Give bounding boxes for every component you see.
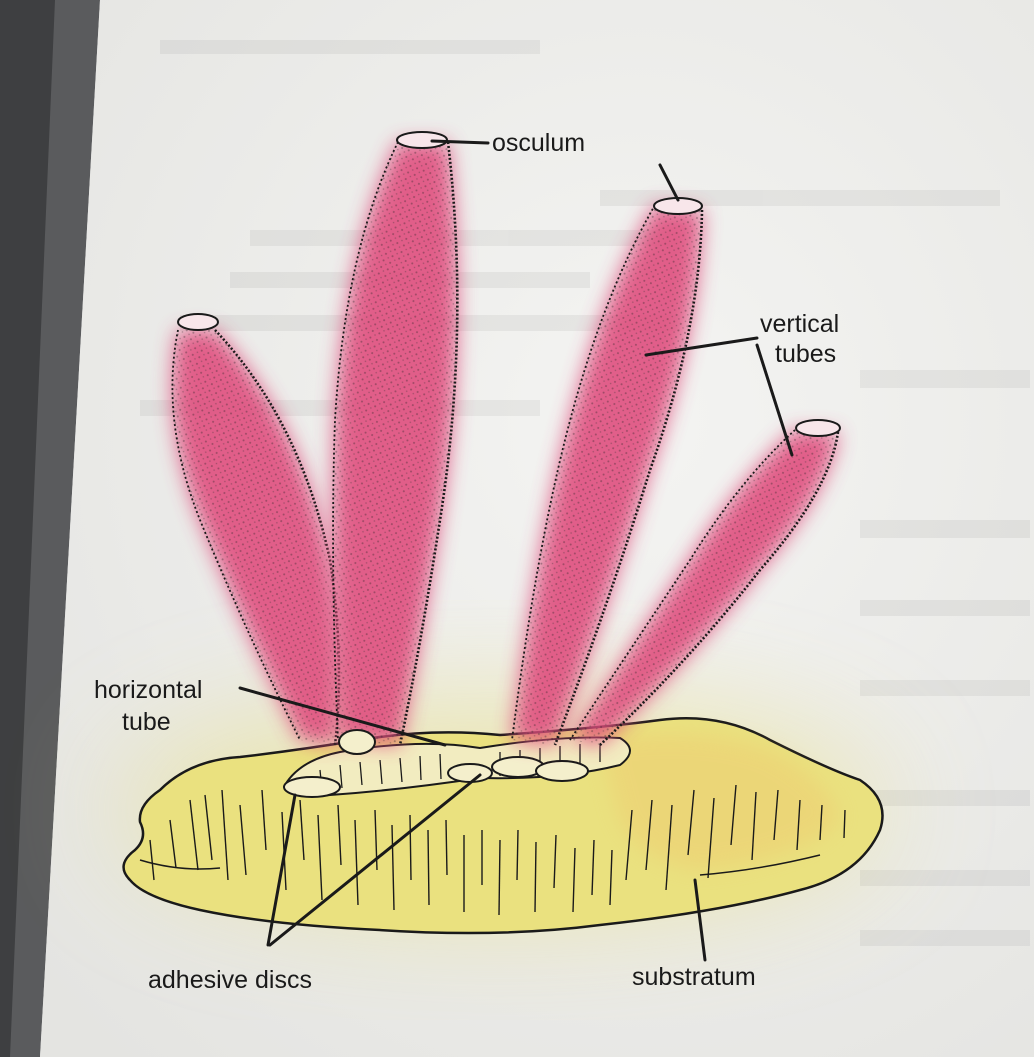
vertical-tubes-label-line2: tubes (775, 340, 836, 368)
adhesive-discs-label: adhesive discs (148, 966, 312, 994)
horizontal-tube-label-line1: horizontal (94, 676, 202, 704)
vertical-tubes-label-line1: vertical (760, 310, 839, 338)
osculum-label: osculum (492, 129, 585, 157)
horizontal-tube-label-line2: tube (122, 708, 171, 736)
substratum-rock (120, 705, 883, 933)
osculum-leader-1 (432, 141, 488, 143)
substratum-label: substratum (632, 963, 756, 991)
